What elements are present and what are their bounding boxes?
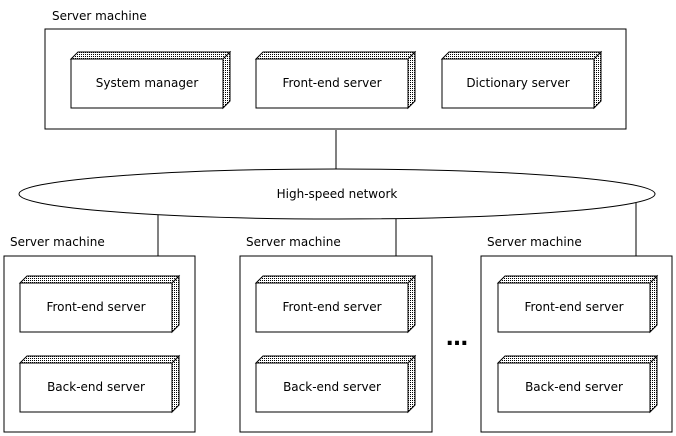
server-label: Front-end server	[46, 300, 145, 314]
server-label: Front-end server	[282, 76, 381, 90]
bottom-server-machine-3: Server machine Front-end server Back-end…	[480, 235, 673, 433]
server-box-dictionary: Dictionary server	[440, 50, 603, 110]
machine-label: Server machine	[52, 9, 147, 23]
server-label: Dictionary server	[466, 76, 569, 90]
machine-label: Server machine	[246, 235, 341, 249]
server-box-back-end: Back-end server	[254, 354, 417, 414]
server-label: Back-end server	[47, 380, 145, 394]
server-box-front-end: Front-end server	[496, 274, 659, 334]
server-box-system-manager: System manager	[69, 50, 232, 110]
server-label: System manager	[96, 76, 199, 90]
server-box-front-end: Front-end server	[254, 274, 417, 334]
server-label: Back-end server	[525, 380, 623, 394]
machine-label: Server machine	[487, 235, 582, 249]
high-speed-network: High-speed network	[18, 168, 656, 220]
server-label: Back-end server	[283, 380, 381, 394]
machine-label: Server machine	[10, 235, 105, 249]
server-label: Front-end server	[524, 300, 623, 314]
network-label: High-speed network	[277, 187, 398, 201]
server-box-front-end: Front-end server	[254, 50, 417, 110]
top-server-machine: Server machine System manager Front-end …	[44, 9, 627, 130]
more-machines-ellipsis: …	[446, 326, 468, 351]
bottom-server-machine-2: Server machine Front-end server Back-end…	[239, 235, 433, 433]
connector-lines	[157, 130, 637, 256]
bottom-server-machine-1: Server machine Front-end server Back-end…	[3, 235, 196, 433]
server-label: Front-end server	[282, 300, 381, 314]
server-box-back-end: Back-end server	[496, 354, 659, 414]
server-box-back-end: Back-end server	[18, 354, 181, 414]
network-ellipse	[18, 168, 656, 220]
server-box-front-end: Front-end server	[18, 274, 181, 334]
